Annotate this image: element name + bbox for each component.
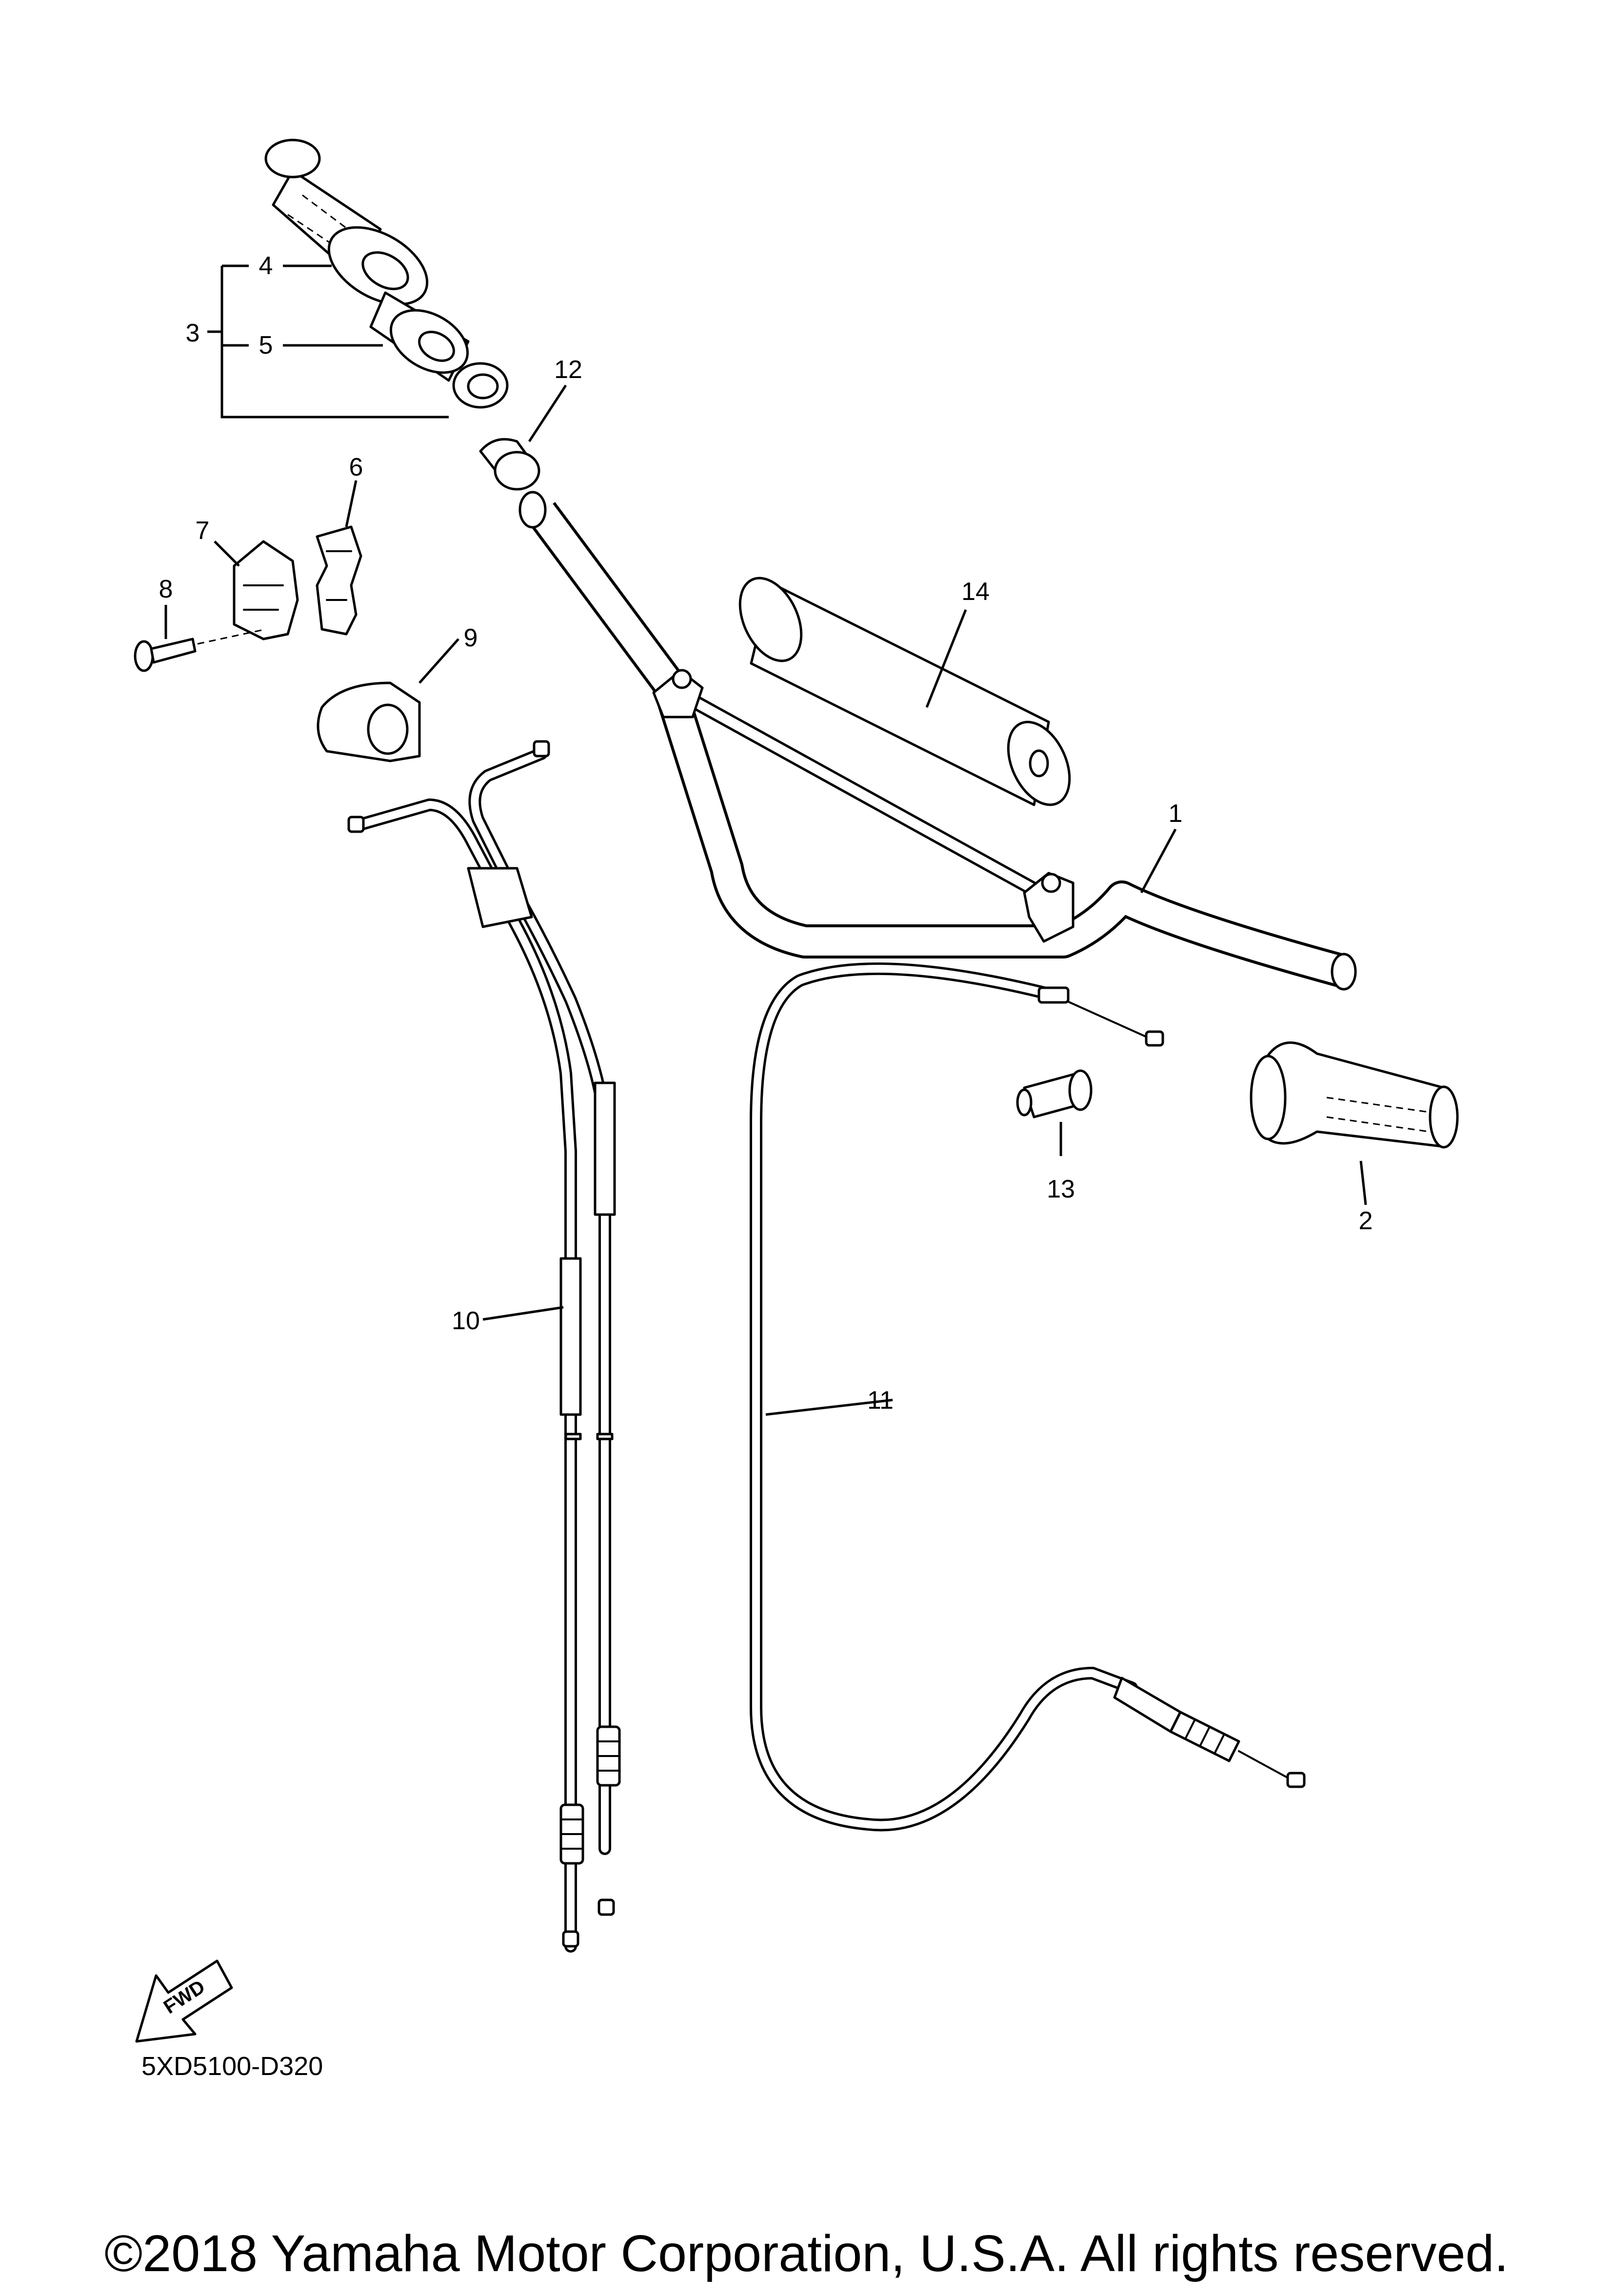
clutch-cable-part-11: [750, 962, 1306, 1832]
handlebar-part-1: [518, 491, 1357, 991]
callout-5: 5: [259, 331, 273, 359]
callout-9: 9: [464, 624, 478, 652]
callouts: 1 2 3 4 5 6 7 8 9 10 11 12 13 14: [159, 252, 1373, 1415]
callout-3: 3: [186, 319, 200, 347]
copyright-notice: ©2018 Yamaha Motor Corporation, U.S.A. A…: [104, 2225, 1509, 2282]
right-grip-part-2: [1250, 1041, 1459, 1149]
leader-lines: [164, 264, 1367, 1416]
cover-part-9: [317, 681, 421, 762]
callout-13: 13: [1047, 1175, 1075, 1203]
handlebar-pad-part-14: [738, 577, 1071, 806]
callout-8: 8: [159, 575, 173, 603]
callout-6: 6: [349, 453, 363, 481]
left-grip-assembly-part-3: [264, 139, 509, 409]
callout-1: 1: [1169, 799, 1183, 828]
fwd-arrow-icon: FWD: [135, 1959, 233, 2043]
callout-14: 14: [961, 578, 990, 606]
callout-12: 12: [554, 356, 582, 384]
callout-2: 2: [1359, 1207, 1373, 1235]
callout-7: 7: [196, 517, 210, 545]
screw-part-8: [134, 628, 266, 672]
cable-adjuster-part-13: [1016, 1069, 1093, 1118]
callout-4: 4: [259, 252, 273, 280]
throttle-housing-part-6: [316, 525, 362, 636]
callout-11: 11: [867, 1386, 894, 1415]
throttle-housing-part-7: [233, 540, 299, 640]
collar-part-12: [479, 438, 540, 491]
diagram-code: 5XD5100-D320: [141, 2052, 323, 2081]
callout-10: 10: [452, 1307, 480, 1335]
throttle-cable-part-10: [347, 740, 621, 1953]
